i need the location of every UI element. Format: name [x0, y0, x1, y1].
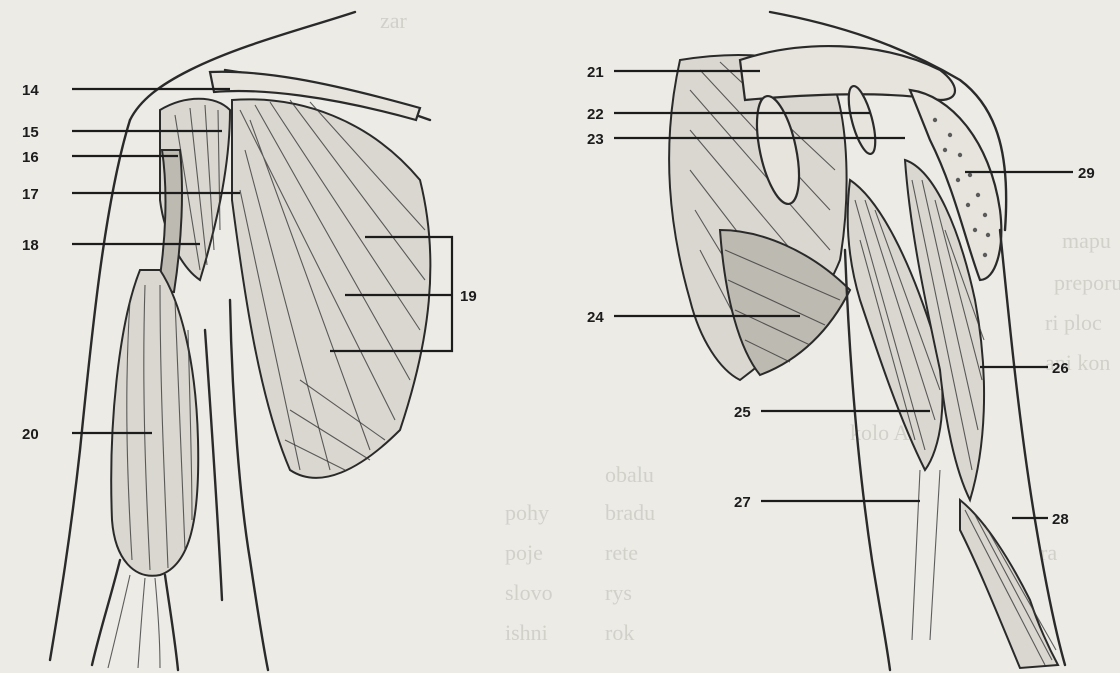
bleed-line: rok — [605, 620, 634, 645]
bleed-line: pohy — [505, 500, 549, 525]
label-23: 23 — [587, 131, 604, 148]
bleed-line: bradu — [605, 500, 655, 525]
label-18: 18 — [22, 237, 39, 254]
label-25: 25 — [734, 404, 751, 421]
label-17: 17 — [22, 186, 39, 203]
anterior-arm-illustration — [50, 12, 430, 670]
label-24: 24 — [587, 309, 604, 326]
label-15: 15 — [22, 124, 39, 141]
label-27: 27 — [734, 494, 751, 511]
posterior-arm-illustration — [669, 12, 1065, 670]
bleed-line: slovo — [505, 580, 553, 605]
bleed-line: zar — [380, 8, 408, 33]
bleed-line: obalu — [605, 462, 654, 487]
label-26: 26 — [1052, 360, 1069, 377]
label-16: 16 — [22, 149, 39, 166]
bleed-line: rete — [605, 540, 638, 565]
label-29: 29 — [1078, 165, 1095, 182]
label-19: 19 — [460, 288, 477, 305]
label-20: 20 — [22, 426, 39, 443]
label-21: 21 — [587, 64, 604, 81]
label-22: 22 — [587, 106, 604, 123]
bleed-line: rys — [605, 580, 632, 605]
bleed-line: mapu — [1062, 228, 1111, 253]
bleed-line: poje — [505, 540, 543, 565]
label-28: 28 — [1052, 511, 1069, 528]
bleed-line: preporu — [1054, 270, 1120, 295]
bleed-line: ri ploc — [1045, 310, 1102, 335]
bleed-line: ishni — [505, 620, 548, 645]
label-14: 14 — [22, 82, 39, 99]
